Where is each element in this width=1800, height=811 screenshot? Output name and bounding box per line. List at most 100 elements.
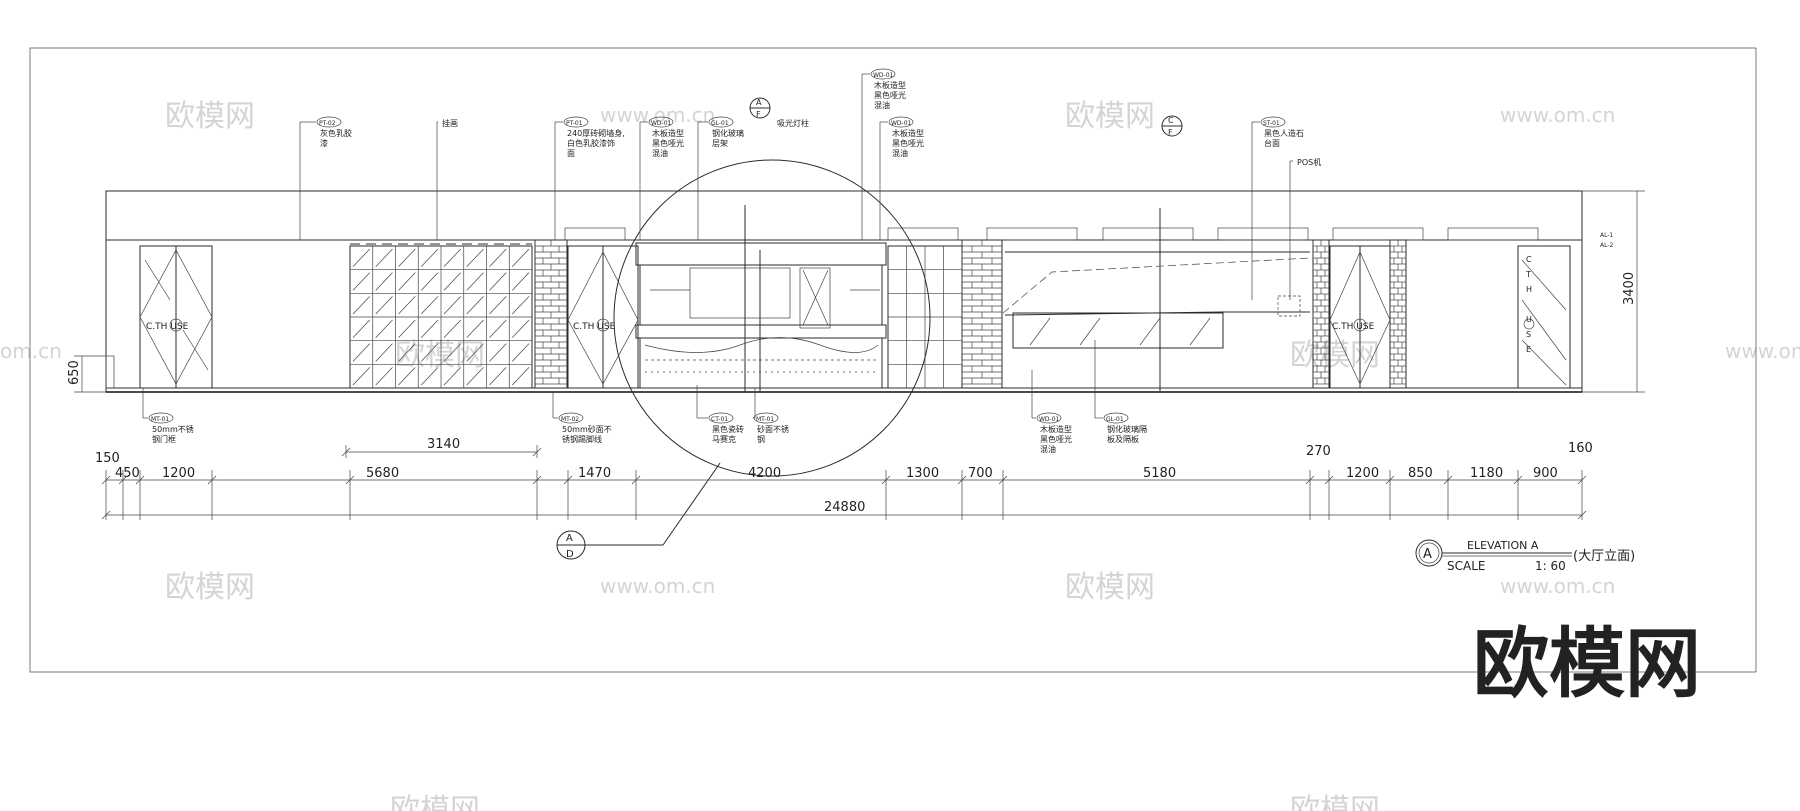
scale-label: SCALE <box>1447 559 1485 573</box>
title-bubble: A <box>1423 547 1432 562</box>
leader-line-text: 混油 <box>892 148 908 158</box>
leader-line-text: 锈钢踢脚线 <box>562 434 602 444</box>
svg-text:F: F <box>1168 128 1173 137</box>
callout-leader <box>662 462 721 546</box>
section-mark-top2: C F <box>1161 115 1183 137</box>
door-sign: C.TH USE <box>146 322 189 332</box>
door-sign: C.TH USE <box>573 322 616 332</box>
watermark-cn: 欧模网 <box>1290 793 1380 811</box>
leader-line-text: 240厚砖砌墙身, <box>567 128 625 138</box>
leader-note: POS机 <box>1289 157 1321 300</box>
leader-tag: WD-01 <box>1039 416 1060 423</box>
leader-line-text: 木板造型 <box>1040 424 1072 434</box>
leader-note: 挂画 <box>436 118 458 240</box>
watermark-cn: 欧模网 <box>1065 570 1155 605</box>
leader-line-text: 砂面不锈 <box>757 424 789 434</box>
leader-tag: MT-01 <box>151 416 169 423</box>
detail-callout-circle <box>613 159 931 477</box>
dim-160: 160 <box>1568 441 1593 456</box>
reception-desk <box>1002 251 1311 349</box>
leader-line-text: 马赛克 <box>712 434 736 444</box>
leader-line-text: 台面 <box>1264 138 1280 148</box>
leader-line-text: 吸光灯柱 <box>777 118 809 128</box>
section-mark-callout: A D <box>556 530 586 560</box>
door-sign-letter: C <box>1526 255 1532 264</box>
leader-line-text: 挂画 <box>442 118 458 128</box>
leader-line-text: 50mm砂面不 <box>562 424 612 434</box>
leader-tag: CT-01 <box>711 416 728 423</box>
dim-height: 3400 <box>1622 272 1637 305</box>
scale-value: 1: 60 <box>1535 559 1566 573</box>
watermark-url: www.om.cn <box>600 103 715 127</box>
door-sign-letter: U <box>1526 315 1532 324</box>
door-sign-letter: S <box>1526 330 1531 339</box>
leader-tag: MT-01 <box>756 416 774 423</box>
leader-line-text: 黑色哑光 <box>1040 434 1072 444</box>
watermark-cn: 欧模网 <box>390 793 480 811</box>
display-grid-wall <box>349 243 533 389</box>
watermark-cn: 欧模网 <box>165 570 255 605</box>
watermark-url: www.om.cn <box>1500 574 1615 598</box>
dim-270: 270 <box>1306 444 1331 459</box>
dim-label: 1180 <box>1470 466 1503 481</box>
watermark-cn: 欧模网 <box>1065 99 1155 134</box>
door-sign-letter: H <box>1526 285 1532 294</box>
leader-tag: ST-01 <box>1263 120 1280 127</box>
switch-panel <box>105 355 115 389</box>
leader-line-text: 钢化玻璃隔 <box>1107 424 1147 434</box>
dim-label: 5680 <box>366 466 399 481</box>
leader-line-text: 钢化玻璃 <box>712 128 744 138</box>
dim-label: 1470 <box>578 466 611 481</box>
svg-text:A: A <box>566 533 573 544</box>
brand-logo: 欧模网 <box>1473 619 1701 708</box>
leader-tag: WD-01 <box>873 72 894 79</box>
bar-counter <box>635 205 887 392</box>
dim-side-2: AL-2 <box>1600 242 1614 249</box>
dimension-lines <box>74 190 1645 520</box>
watermark-url: www.om.cn <box>1500 103 1615 127</box>
svg-text:C: C <box>1168 116 1174 125</box>
dim-label: 1200 <box>1346 466 1379 481</box>
dim-label: 1300 <box>906 466 939 481</box>
leader-line-text: POS机 <box>1297 157 1321 167</box>
leader-line-text: 木板造型 <box>874 80 906 90</box>
watermark-url: www.om.cn <box>600 574 715 598</box>
door-sign-letter: T <box>1525 270 1531 279</box>
leader-note: 吸光灯柱 <box>777 118 809 128</box>
dim-150: 150 <box>95 451 120 466</box>
leader-line-text: 层架 <box>712 139 728 148</box>
door-sign-letter: E <box>1526 345 1531 354</box>
watermark-cn: 欧模网 <box>1290 338 1380 373</box>
watermark-cn: 欧模网 <box>395 338 485 373</box>
leader-line-text: 黑色哑光 <box>874 90 906 100</box>
leader-tag: PT-01 <box>566 120 583 127</box>
dim-side-1: AL-1 <box>1600 232 1614 239</box>
leader-line-text: 混油 <box>652 148 668 158</box>
svg-text:D: D <box>566 549 574 560</box>
dim-label: 4200 <box>748 466 781 481</box>
dim-label: 850 <box>1408 466 1433 481</box>
leader-line-text: 混油 <box>1040 444 1056 454</box>
leader-tag: WD-01 <box>891 120 912 127</box>
dim-label: 1200 <box>162 466 195 481</box>
dim-label: 450 <box>115 466 140 481</box>
leader-line-text: 黑色哑光 <box>652 138 684 148</box>
leader-line-text: 木板造型 <box>892 128 924 138</box>
leader-line-text: 黑色人造石 <box>1264 128 1304 138</box>
sheet-border <box>29 47 1757 673</box>
leader-line-text: 50mm不锈 <box>152 424 194 434</box>
leader-line-text: 灰色乳胶 <box>320 128 352 138</box>
dim-label: 5180 <box>1143 466 1176 481</box>
